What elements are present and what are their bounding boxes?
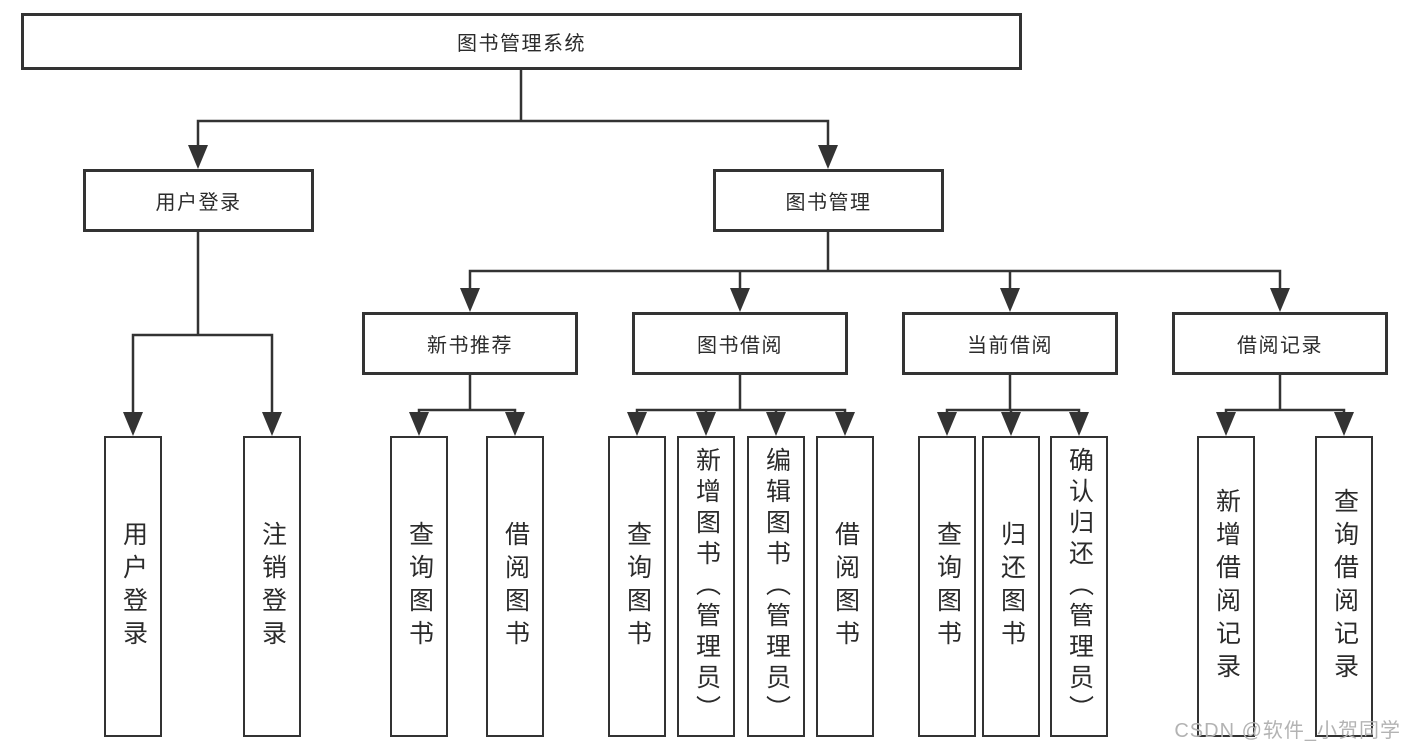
csdn-watermark: CSDN @软件_小贺同学 bbox=[1174, 720, 1401, 742]
leaf-add-borrow-record-label: 新增借阅记录 bbox=[1212, 487, 1241, 686]
leaf-borrow-books-recommend: 借阅图书 bbox=[486, 436, 544, 737]
leaf-query-books-current: 查询图书 bbox=[918, 436, 976, 737]
leaf-confirm-return-admin: 确认归还（管理员） bbox=[1050, 436, 1108, 737]
leaf-query-books-borrowing-label: 查询图书 bbox=[623, 520, 652, 653]
leaf-logout-label: 注销登录 bbox=[258, 520, 287, 653]
leaf-query-books-current-label: 查询图书 bbox=[933, 520, 962, 653]
node-new-book-recommend-label: 新书推荐 bbox=[427, 335, 513, 357]
node-new-book-recommend: 新书推荐 bbox=[362, 312, 578, 375]
node-book-borrowing: 图书借阅 bbox=[632, 312, 848, 375]
leaf-return-books: 归还图书 bbox=[982, 436, 1040, 737]
leaf-edit-book-admin: 编辑图书（管理员） bbox=[747, 436, 805, 737]
leaf-user-login-label: 用户登录 bbox=[119, 520, 148, 653]
leaf-edit-book-admin-label: 编辑图书（管理员） bbox=[762, 447, 791, 726]
leaf-add-book-admin-label: 新增图书（管理员） bbox=[692, 447, 721, 726]
leaf-query-borrow-record: 查询借阅记录 bbox=[1315, 436, 1373, 737]
node-user-login: 用户登录 bbox=[83, 169, 314, 232]
leaf-return-books-label: 归还图书 bbox=[997, 520, 1026, 653]
leaf-borrow-books-borrowing-label: 借阅图书 bbox=[831, 520, 860, 653]
leaf-borrow-books-borrowing: 借阅图书 bbox=[816, 436, 874, 737]
node-user-login-label: 用户登录 bbox=[155, 192, 242, 214]
node-current-borrowing: 当前借阅 bbox=[902, 312, 1118, 375]
node-book-borrowing-label: 图书借阅 bbox=[697, 335, 783, 357]
node-book-management-system-label: 图书管理系统 bbox=[457, 33, 586, 55]
leaf-borrow-books-recommend-label: 借阅图书 bbox=[501, 520, 530, 653]
node-current-borrowing-label: 当前借阅 bbox=[967, 335, 1053, 357]
leaf-confirm-return-admin-label: 确认归还（管理员） bbox=[1065, 447, 1094, 726]
leaf-add-book-admin: 新增图书（管理员） bbox=[677, 436, 735, 737]
node-borrowing-records-label: 借阅记录 bbox=[1237, 335, 1323, 357]
leaf-query-books-recommend: 查询图书 bbox=[390, 436, 448, 737]
leaf-add-borrow-record: 新增借阅记录 bbox=[1197, 436, 1255, 737]
node-book-management-system: 图书管理系统 bbox=[21, 13, 1022, 70]
leaf-user-login: 用户登录 bbox=[104, 436, 162, 737]
node-book-management-label: 图书管理 bbox=[785, 192, 872, 214]
leaf-query-borrow-record-label: 查询借阅记录 bbox=[1330, 487, 1359, 686]
leaf-query-books-borrowing: 查询图书 bbox=[608, 436, 666, 737]
leaf-query-books-recommend-label: 查询图书 bbox=[405, 520, 434, 653]
node-borrowing-records: 借阅记录 bbox=[1172, 312, 1388, 375]
leaf-logout: 注销登录 bbox=[243, 436, 301, 737]
node-book-management: 图书管理 bbox=[713, 169, 944, 232]
